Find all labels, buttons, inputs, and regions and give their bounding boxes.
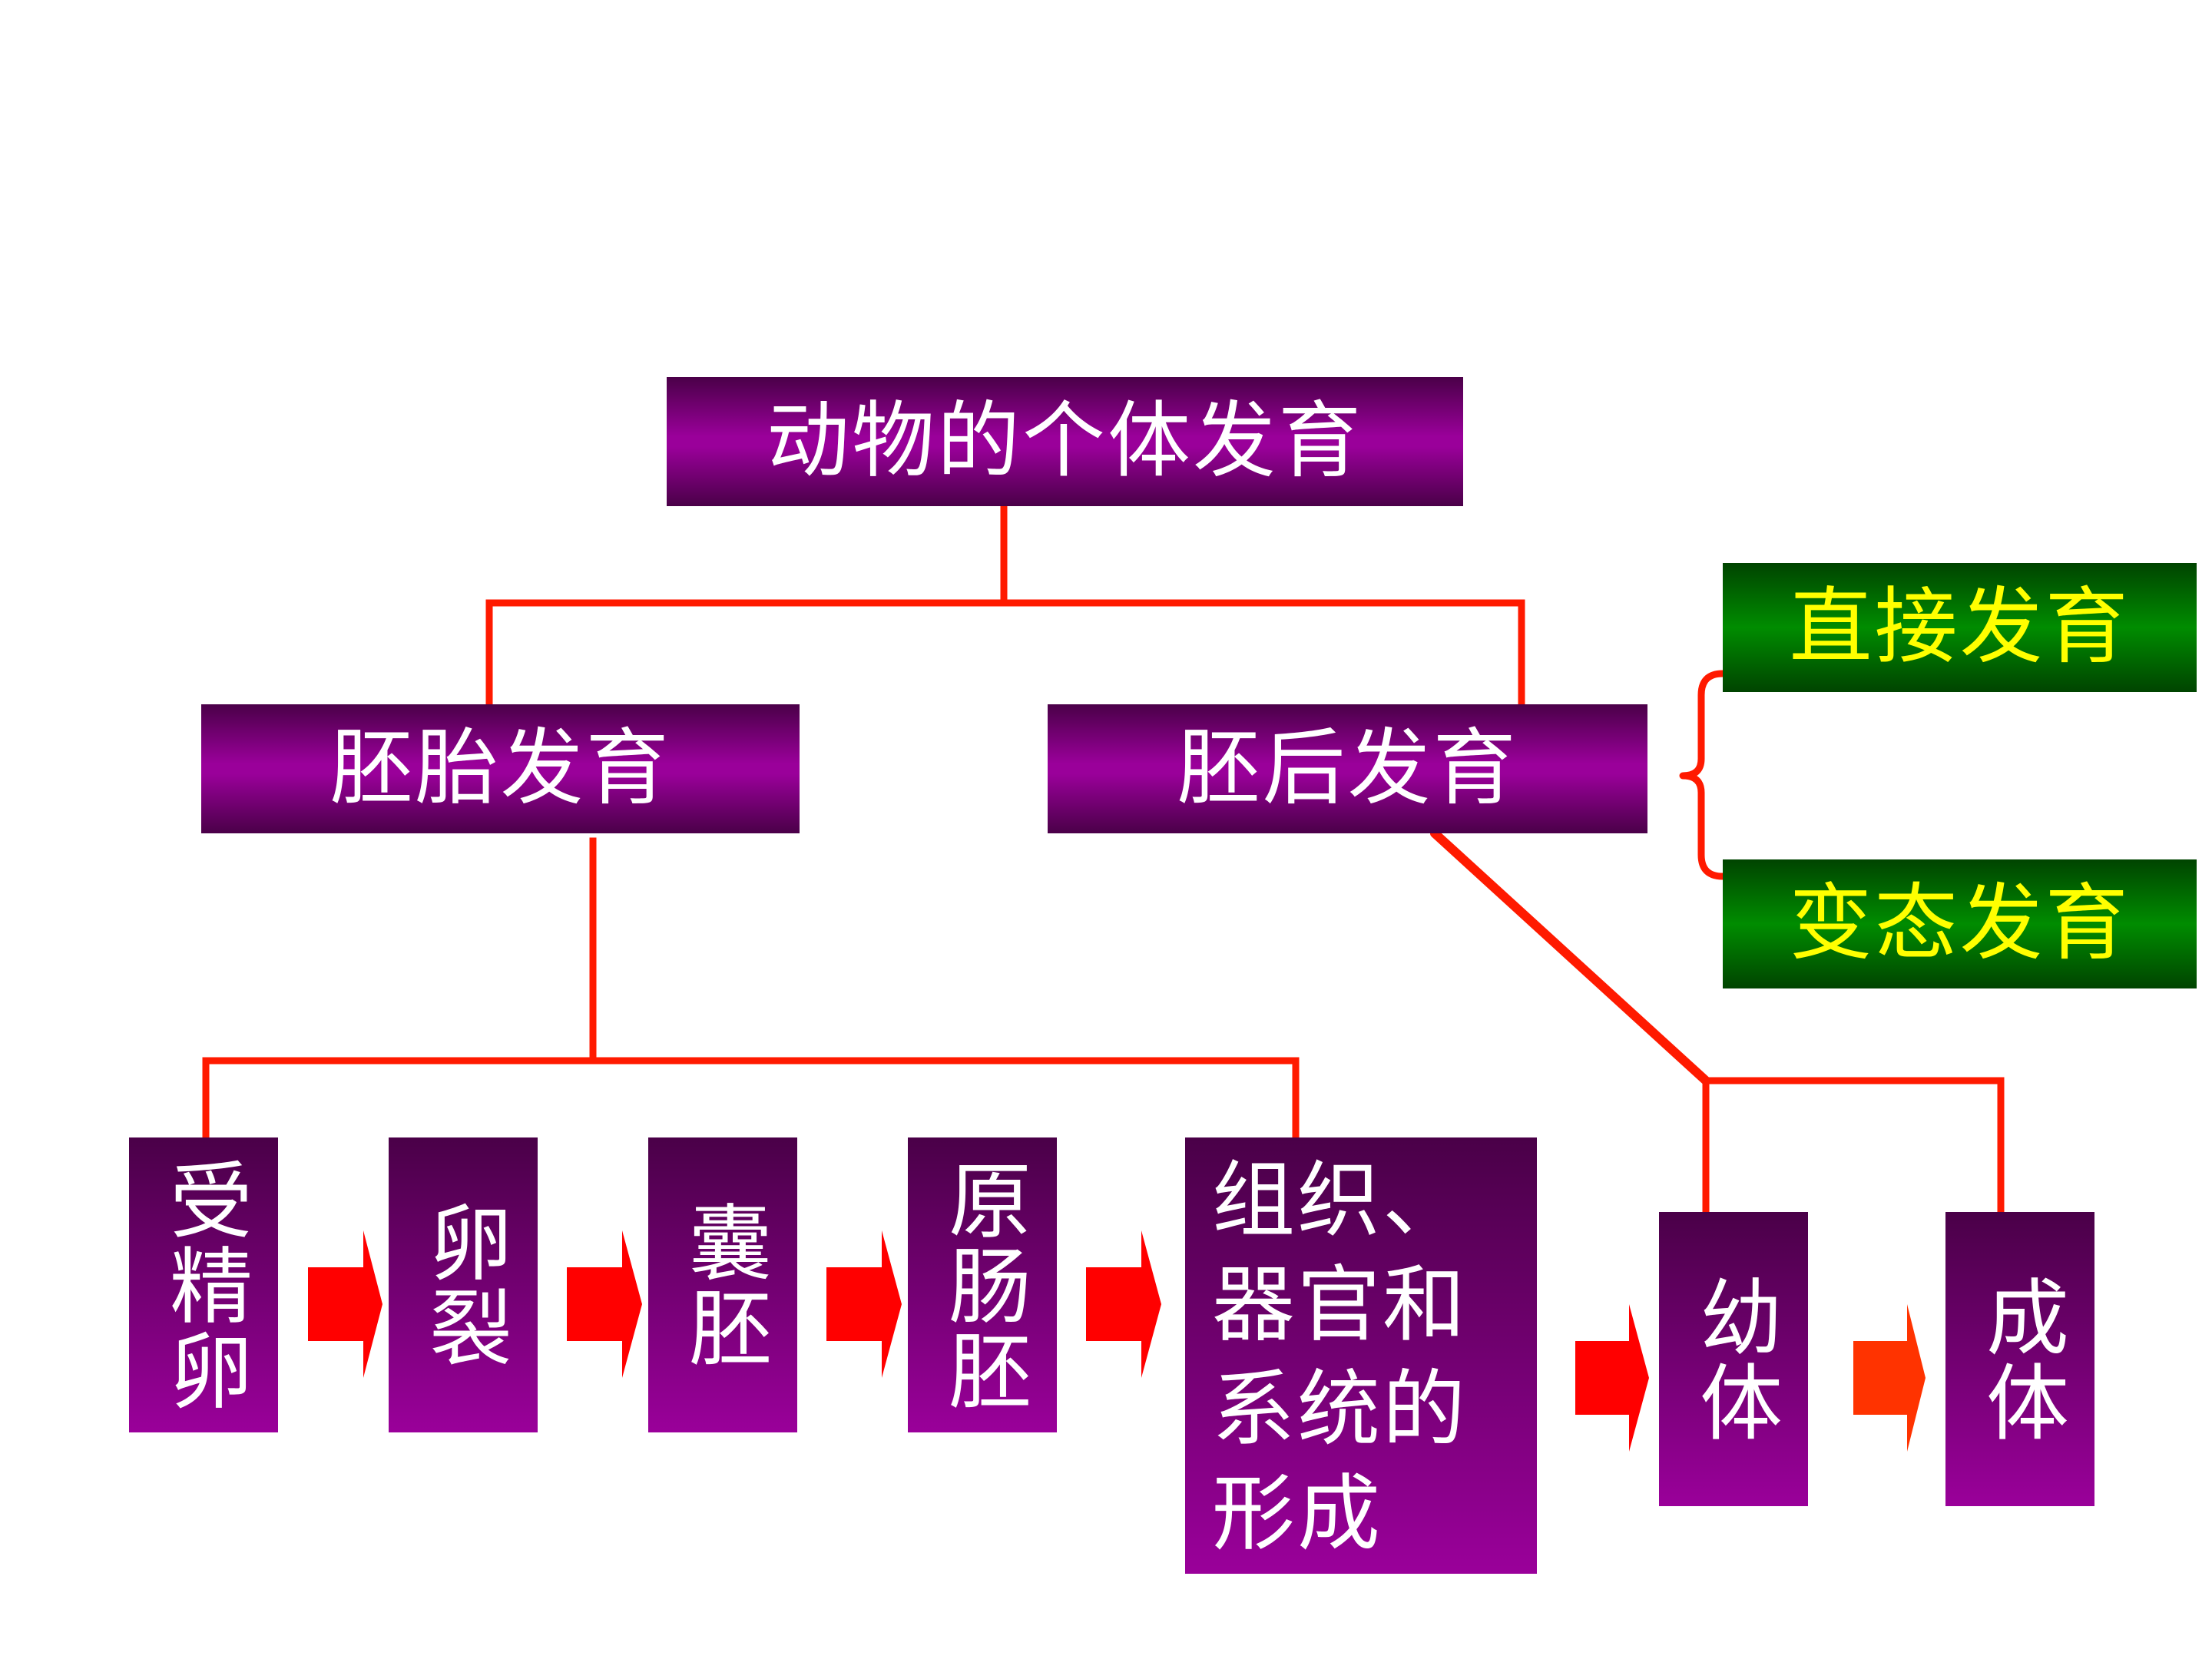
stage-organ-formation: 组织、 器官和 系统的 形成 [1185, 1137, 1537, 1574]
stage-blastula: 囊胚 [648, 1137, 797, 1432]
stage-adult-label: 成体 [1972, 1273, 2068, 1445]
brace [1679, 670, 1727, 880]
connector-post-diagonal [1430, 829, 1710, 1085]
stage-organ-formation-line-2: 器官和 [1212, 1257, 1469, 1353]
direct-development-node: 直接发育 [1723, 563, 2197, 692]
stage-gastrula-label: 原肠胚 [935, 1157, 1031, 1413]
arrow-4 [1086, 1230, 1161, 1378]
arrow-group [308, 1230, 1926, 1452]
arrow-3 [826, 1230, 902, 1378]
stage-adult: 成体 [1945, 1212, 2094, 1506]
embryonic-development-label: 胚胎发育 [329, 720, 671, 816]
embryonic-development-node: 胚胎发育 [201, 704, 800, 833]
root-node: 动物的个体发育 [667, 377, 1463, 506]
stage-fertilized-egg-label: 受精卵 [156, 1157, 252, 1413]
arrow-1 [308, 1230, 382, 1378]
stage-cleavage-label: 卵裂 [416, 1200, 512, 1370]
stage-juvenile: 幼体 [1659, 1212, 1808, 1506]
stage-organ-formation-line-3: 系统的 [1212, 1362, 1469, 1458]
metamorphosis-label: 变态发育 [1789, 876, 2131, 972]
arrow-5 [1575, 1304, 1649, 1452]
connector-group [202, 502, 2005, 1216]
stage-organ-formation-line-1: 组织、 [1212, 1153, 1469, 1249]
root-node-label: 动物的个体发育 [766, 393, 1363, 489]
stage-juvenile-label: 幼体 [1686, 1273, 1782, 1445]
arrow-2 [567, 1230, 642, 1378]
post-embryonic-development-node: 胚后发育 [1048, 704, 1647, 833]
post-embryonic-development-label: 胚后发育 [1177, 720, 1518, 816]
stage-blastula-label: 囊胚 [675, 1200, 771, 1370]
arrow-6 [1853, 1304, 1926, 1452]
stage-gastrula: 原肠胚 [908, 1137, 1057, 1432]
stage-organ-formation-line-4: 形成 [1212, 1466, 1383, 1562]
direct-development-label: 直接发育 [1789, 579, 2131, 675]
metamorphosis-node: 变态发育 [1723, 859, 2197, 988]
stage-fertilized-egg: 受精卵 [129, 1137, 278, 1432]
stage-cleavage: 卵裂 [389, 1137, 538, 1432]
